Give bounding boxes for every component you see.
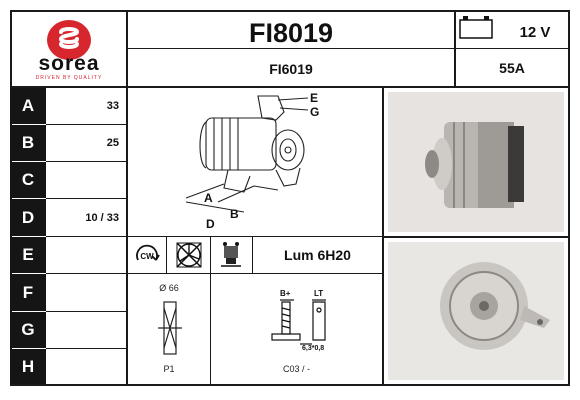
battery-icon xyxy=(459,16,493,39)
row-letter-b: B xyxy=(10,125,46,161)
row-letter-c: C xyxy=(10,162,46,198)
terminal-size: 6,3*0,8 xyxy=(302,345,324,352)
pulley-icon xyxy=(158,301,182,355)
row-value-e xyxy=(46,237,125,273)
brand-logo: sorea DRIVEN BY QUALITY xyxy=(12,12,126,86)
brand-tagline: DRIVEN BY QUALITY xyxy=(35,75,103,81)
row-letter-e: E xyxy=(10,237,46,273)
regulator-icon xyxy=(221,242,241,267)
row-value-a: 33 xyxy=(106,100,119,112)
dimension-label-a: A xyxy=(204,191,213,205)
row-value-f xyxy=(46,274,125,311)
cw-rotation-icon: CW xyxy=(136,244,160,261)
row-value-b: 25 xyxy=(106,137,119,149)
part-reference: FI6019 xyxy=(269,61,313,77)
row-letter-f: F xyxy=(10,274,46,311)
pulley-type: P1 xyxy=(163,364,175,374)
row-letter-a: A xyxy=(10,88,46,124)
sorea-logo-icon xyxy=(47,20,91,60)
row-letter-d: D xyxy=(10,199,46,236)
connector-code: C03 / - xyxy=(282,364,310,374)
row-letter-h: H xyxy=(10,349,46,384)
lt-label: LT xyxy=(314,289,323,298)
dimension-label-b: B xyxy=(230,207,239,221)
alternator-dimension-drawing: E G A B D xyxy=(185,91,319,231)
row-value-c xyxy=(46,162,125,198)
connector-diagram: B+ LT 6,3*0,8 xyxy=(271,289,326,352)
voltage: 12 V xyxy=(519,24,551,41)
dimension-label-g: G xyxy=(310,105,319,119)
brand-name: sorea xyxy=(38,52,100,75)
row-value-g xyxy=(46,312,125,348)
row-value-h xyxy=(46,349,125,384)
alternator-front-photo xyxy=(388,242,564,380)
lamp-type: Lum 6H20 xyxy=(284,247,351,263)
row-value-d: 10 / 33 xyxy=(85,211,119,224)
pulley-diameter: Ø 66 xyxy=(159,283,179,293)
b-plus-label: B+ xyxy=(280,289,291,298)
no-fan-icon xyxy=(176,242,202,268)
amperage: 55A xyxy=(499,60,525,76)
rotation-label: CW xyxy=(140,252,154,261)
dimension-label-d: D xyxy=(206,217,215,231)
row-letter-g: G xyxy=(10,312,46,348)
dimension-label-e: E xyxy=(310,91,318,105)
part-number: FI8019 xyxy=(248,18,334,48)
alternator-side-photo xyxy=(388,92,564,232)
